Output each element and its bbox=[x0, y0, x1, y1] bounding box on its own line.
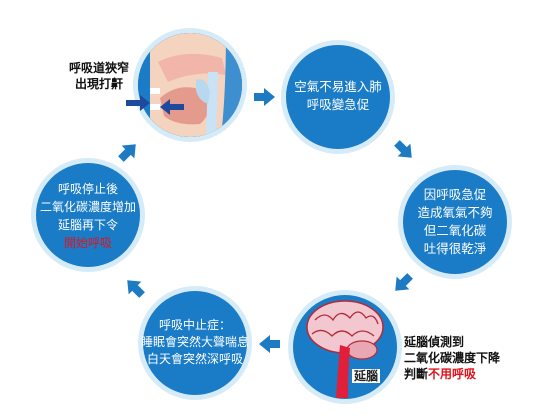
air-hard-line-2: 呼吸變急促 bbox=[306, 97, 370, 112]
airway-label-line-1: 呼吸道狹窄 bbox=[68, 61, 129, 75]
cycle-arrow-1 bbox=[254, 88, 275, 106]
cycle-arrow-5 bbox=[127, 280, 145, 298]
rapid-breath-line-2: 造成氧氣不夠 bbox=[417, 205, 493, 220]
medulla-brain-label: 延腦 bbox=[352, 369, 381, 383]
apnea-line-3: 白天會突然深呼吸 bbox=[146, 352, 243, 366]
airway-stage-circle bbox=[126, 28, 247, 142]
airway-label-line-2: 出現打鼾 bbox=[74, 77, 123, 91]
cycle-arrow-2 bbox=[394, 140, 412, 158]
apnea-stage-text: 呼吸中止症： 睡眠會突然大聲喘息 白天會突然深呼吸 bbox=[135, 317, 255, 368]
air-hard-line-1: 空氣不易進入肺 bbox=[294, 79, 382, 94]
cycle-arrow-3 bbox=[395, 273, 413, 291]
restart-line-2: 二氧化碳濃度增加 bbox=[39, 200, 136, 214]
medulla-label-line-2: 二氧化碳濃度下降 bbox=[404, 351, 501, 365]
restart-stage-text: 呼吸停止後 二氧化碳濃度增加 延腦再下令 開始呼吸 bbox=[30, 180, 146, 252]
restart-line-1: 呼吸停止後 bbox=[57, 182, 118, 196]
brain-icon bbox=[306, 300, 384, 398]
restart-stage-circle bbox=[31, 158, 145, 272]
rapid-breath-stage-circle bbox=[398, 165, 512, 279]
medulla-label-emphasis: 不用呼吸 bbox=[428, 367, 477, 381]
cycle-arrow-6 bbox=[118, 144, 136, 162]
apnea-line-1: 呼吸中止症： bbox=[158, 318, 231, 332]
medulla-label-prefix: 判斷 bbox=[404, 367, 429, 381]
apnea-stage-circle bbox=[138, 286, 252, 400]
medulla-label-line-3: 判斷不用呼吸 bbox=[404, 366, 544, 382]
restart-emphasis: 開始呼吸 bbox=[63, 236, 112, 250]
airway-stage-label: 呼吸道狹窄 出現打鼾 bbox=[62, 60, 136, 92]
apnea-line-2: 睡眠會突然大聲喘息 bbox=[140, 335, 249, 349]
restart-line-3: 延腦再下令 bbox=[57, 218, 118, 232]
airflow-arrow-left bbox=[126, 95, 150, 111]
medulla-stage-circle bbox=[288, 290, 402, 404]
cycle-arrow-4 bbox=[259, 335, 280, 353]
rapid-breath-stage-text: 因呼吸急促 造成氧氣不夠 但二氧化碳 吐得很乾淨 bbox=[403, 186, 507, 258]
air-hard-stage-circle bbox=[281, 40, 395, 154]
medulla-label-line-1: 延腦偵測到 bbox=[404, 335, 465, 349]
rapid-breath-line-3: 但二氧化碳 bbox=[423, 223, 487, 238]
medulla-stage-label: 延腦偵測到 二氧化碳濃度下降 判斷不用呼吸 bbox=[404, 334, 544, 382]
rapid-breath-line-4: 吐得很乾淨 bbox=[423, 241, 487, 256]
rapid-breath-line-1: 因呼吸急促 bbox=[423, 187, 487, 202]
airway-cross-section-icon bbox=[138, 33, 242, 137]
airflow-arrow-right bbox=[160, 99, 184, 115]
air-hard-stage-text: 空氣不易進入肺 呼吸變急促 bbox=[286, 78, 390, 114]
